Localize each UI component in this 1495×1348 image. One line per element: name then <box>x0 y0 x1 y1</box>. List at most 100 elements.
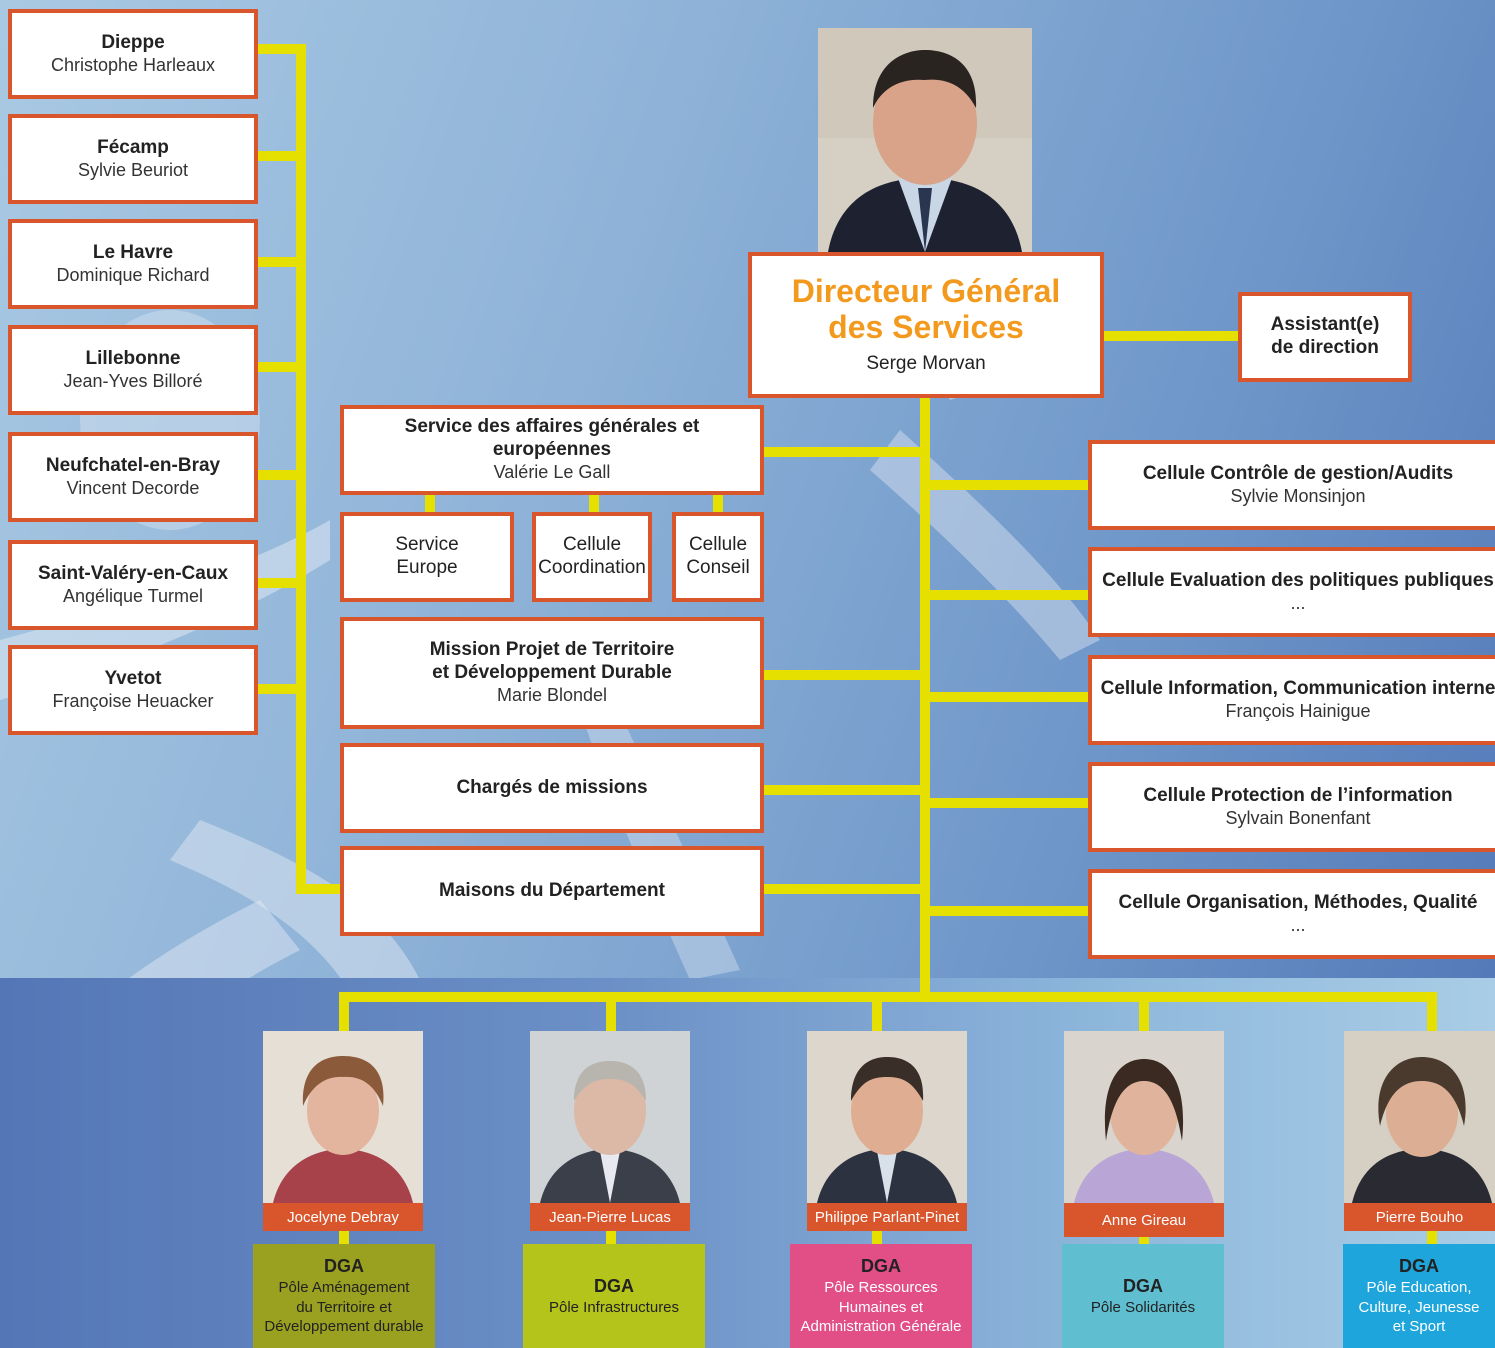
dga-pole-line: du Territoire et <box>296 1298 392 1316</box>
mission-person: Marie Blondel <box>496 685 608 705</box>
territory-place: Fécamp <box>97 136 169 158</box>
dga-label: DGA <box>1123 1275 1163 1296</box>
dga-box: DGA Pôle Aménagement du Territoire et Dé… <box>253 1244 435 1348</box>
director-photo <box>818 28 1032 252</box>
connector <box>762 785 922 795</box>
assistant-line-2: de direction <box>1271 337 1379 358</box>
director-box: Directeur Général des Services Serge Mor… <box>748 252 1104 398</box>
mission-box: Mission Projet de Territoire et Développ… <box>340 617 764 729</box>
assistant-line-1: Assistant(e) <box>1270 314 1380 336</box>
cellule-box: Cellule Organisation, Méthodes, Qualité … <box>1088 869 1495 959</box>
charges-box: Chargés de missions <box>340 743 764 833</box>
territory-box: Yvetot Françoise Heuacker <box>8 645 258 735</box>
connector <box>1427 992 1437 1032</box>
cellule-person: François Hainigue <box>1225 700 1371 721</box>
sub-unit-line-1: Service <box>395 534 459 556</box>
charges-title: Chargés de missions <box>456 776 648 798</box>
affaires-person: Valérie Le Gall <box>493 462 611 482</box>
connector <box>920 396 930 996</box>
territory-place: Lillebonne <box>85 347 181 369</box>
mission-line-1: Mission Projet de Territoire <box>429 639 675 661</box>
assistant-box: Assistant(e) de direction <box>1238 292 1412 382</box>
dga-name-tag: Philippe Parlant-Pinet <box>807 1203 967 1231</box>
cellule-box: Cellule Evaluation des politiques publiq… <box>1088 547 1495 637</box>
connector <box>606 1231 616 1245</box>
connector <box>256 151 302 161</box>
sub-unit-line-2: Conseil <box>686 557 750 578</box>
territory-person: Angélique Turmel <box>62 585 204 606</box>
dga-name-tag: Pierre Bouho <box>1344 1203 1495 1231</box>
connector <box>256 470 302 480</box>
connector <box>928 692 1090 702</box>
territory-place: Saint-Valéry-en-Caux <box>37 562 229 584</box>
connector <box>928 798 1090 808</box>
cellule-title: Cellule Information, Communication inter… <box>1100 677 1495 699</box>
connector <box>1427 1231 1437 1245</box>
cellule-title: Cellule Organisation, Méthodes, Qualité <box>1118 891 1478 913</box>
cellule-box: Cellule Contrôle de gestion/Audits Sylvi… <box>1088 440 1495 530</box>
territory-box: Lillebonne Jean-Yves Billoré <box>8 325 258 415</box>
dga-label: DGA <box>861 1256 901 1277</box>
connector <box>762 884 922 894</box>
cellule-title: Cellule Evaluation des politiques publiq… <box>1102 569 1494 591</box>
connector <box>339 1231 349 1245</box>
territory-place: Neufchatel-en-Bray <box>45 454 221 476</box>
dga-pole-line: Pôle Infrastructures <box>548 1298 680 1316</box>
connector <box>928 480 1090 490</box>
maisons-title: Maisons du Département <box>439 879 665 901</box>
dga-pole-line: Pôle Aménagement <box>278 1279 410 1297</box>
cellule-title: Cellule Protection de l’information <box>1143 784 1453 806</box>
dga-pole-line: Pôle Solidarités <box>1090 1298 1196 1316</box>
territory-person: Jean-Yves Billoré <box>63 370 203 391</box>
director-title-line-1: Directeur Général <box>791 273 1061 310</box>
territory-place: Yvetot <box>104 667 162 689</box>
dga-photo <box>1064 1031 1224 1203</box>
territory-person: Dominique Richard <box>56 264 210 285</box>
territory-place: Dieppe <box>101 31 165 53</box>
director-title-line-2: des Services <box>828 308 1024 345</box>
territory-box: Fécamp Sylvie Beuriot <box>8 114 258 204</box>
sub-unit-line-2: Coordination <box>538 557 646 578</box>
cellule-box: Cellule Information, Communication inter… <box>1088 655 1495 745</box>
sub-unit-box: Service Europe <box>340 512 514 602</box>
connector <box>1102 331 1242 341</box>
affaires-box: Service des affaires générales et europé… <box>340 405 764 495</box>
cellule-person: Sylvie Monsinjon <box>1230 485 1366 506</box>
sub-unit-box: Cellule Coordination <box>532 512 652 602</box>
dga-label: DGA <box>324 1256 364 1277</box>
connector <box>339 992 349 1032</box>
connector <box>425 494 435 512</box>
dga-pole-line: Développement durable <box>264 1318 424 1336</box>
dga-box: DGA Pôle Infrastructures <box>523 1244 705 1348</box>
connector <box>256 684 302 694</box>
dga-name-tag: Jocelyne Debray <box>263 1203 423 1231</box>
dga-pole-line: et Sport <box>1392 1318 1446 1336</box>
connector <box>256 578 302 588</box>
connector <box>339 992 1437 1002</box>
dga-photo <box>807 1031 967 1203</box>
dga-box: DGA Pôle Solidarités <box>1062 1244 1224 1348</box>
mission-line-2: et Développement Durable <box>432 662 672 684</box>
dga-box: DGA Pôle Ressources Humaines et Administ… <box>790 1244 972 1348</box>
connector <box>296 884 344 894</box>
territory-person: Françoise Heuacker <box>52 690 214 711</box>
connector <box>872 992 882 1032</box>
connector <box>713 494 723 512</box>
territory-box: Saint-Valéry-en-Caux Angélique Turmel <box>8 540 258 630</box>
connector <box>606 992 616 1032</box>
territory-place: Le Havre <box>92 241 174 263</box>
dga-label: DGA <box>594 1275 634 1296</box>
dga-name-tag: Jean-Pierre Lucas <box>530 1203 690 1231</box>
dga-pole-line: Administration Générale <box>800 1318 962 1336</box>
connector <box>928 906 1090 916</box>
cellule-person: ... <box>1290 592 1306 613</box>
connector <box>256 257 302 267</box>
connector <box>589 494 599 512</box>
sub-unit-line-2: Europe <box>396 557 458 578</box>
sub-unit-line-1: Cellule <box>562 534 622 556</box>
bottom-band <box>0 978 1495 1348</box>
connector <box>1139 992 1149 1032</box>
dga-box: DGA Pôle Education, Culture, Jeunesse et… <box>1343 1244 1495 1348</box>
connector <box>928 590 1090 600</box>
